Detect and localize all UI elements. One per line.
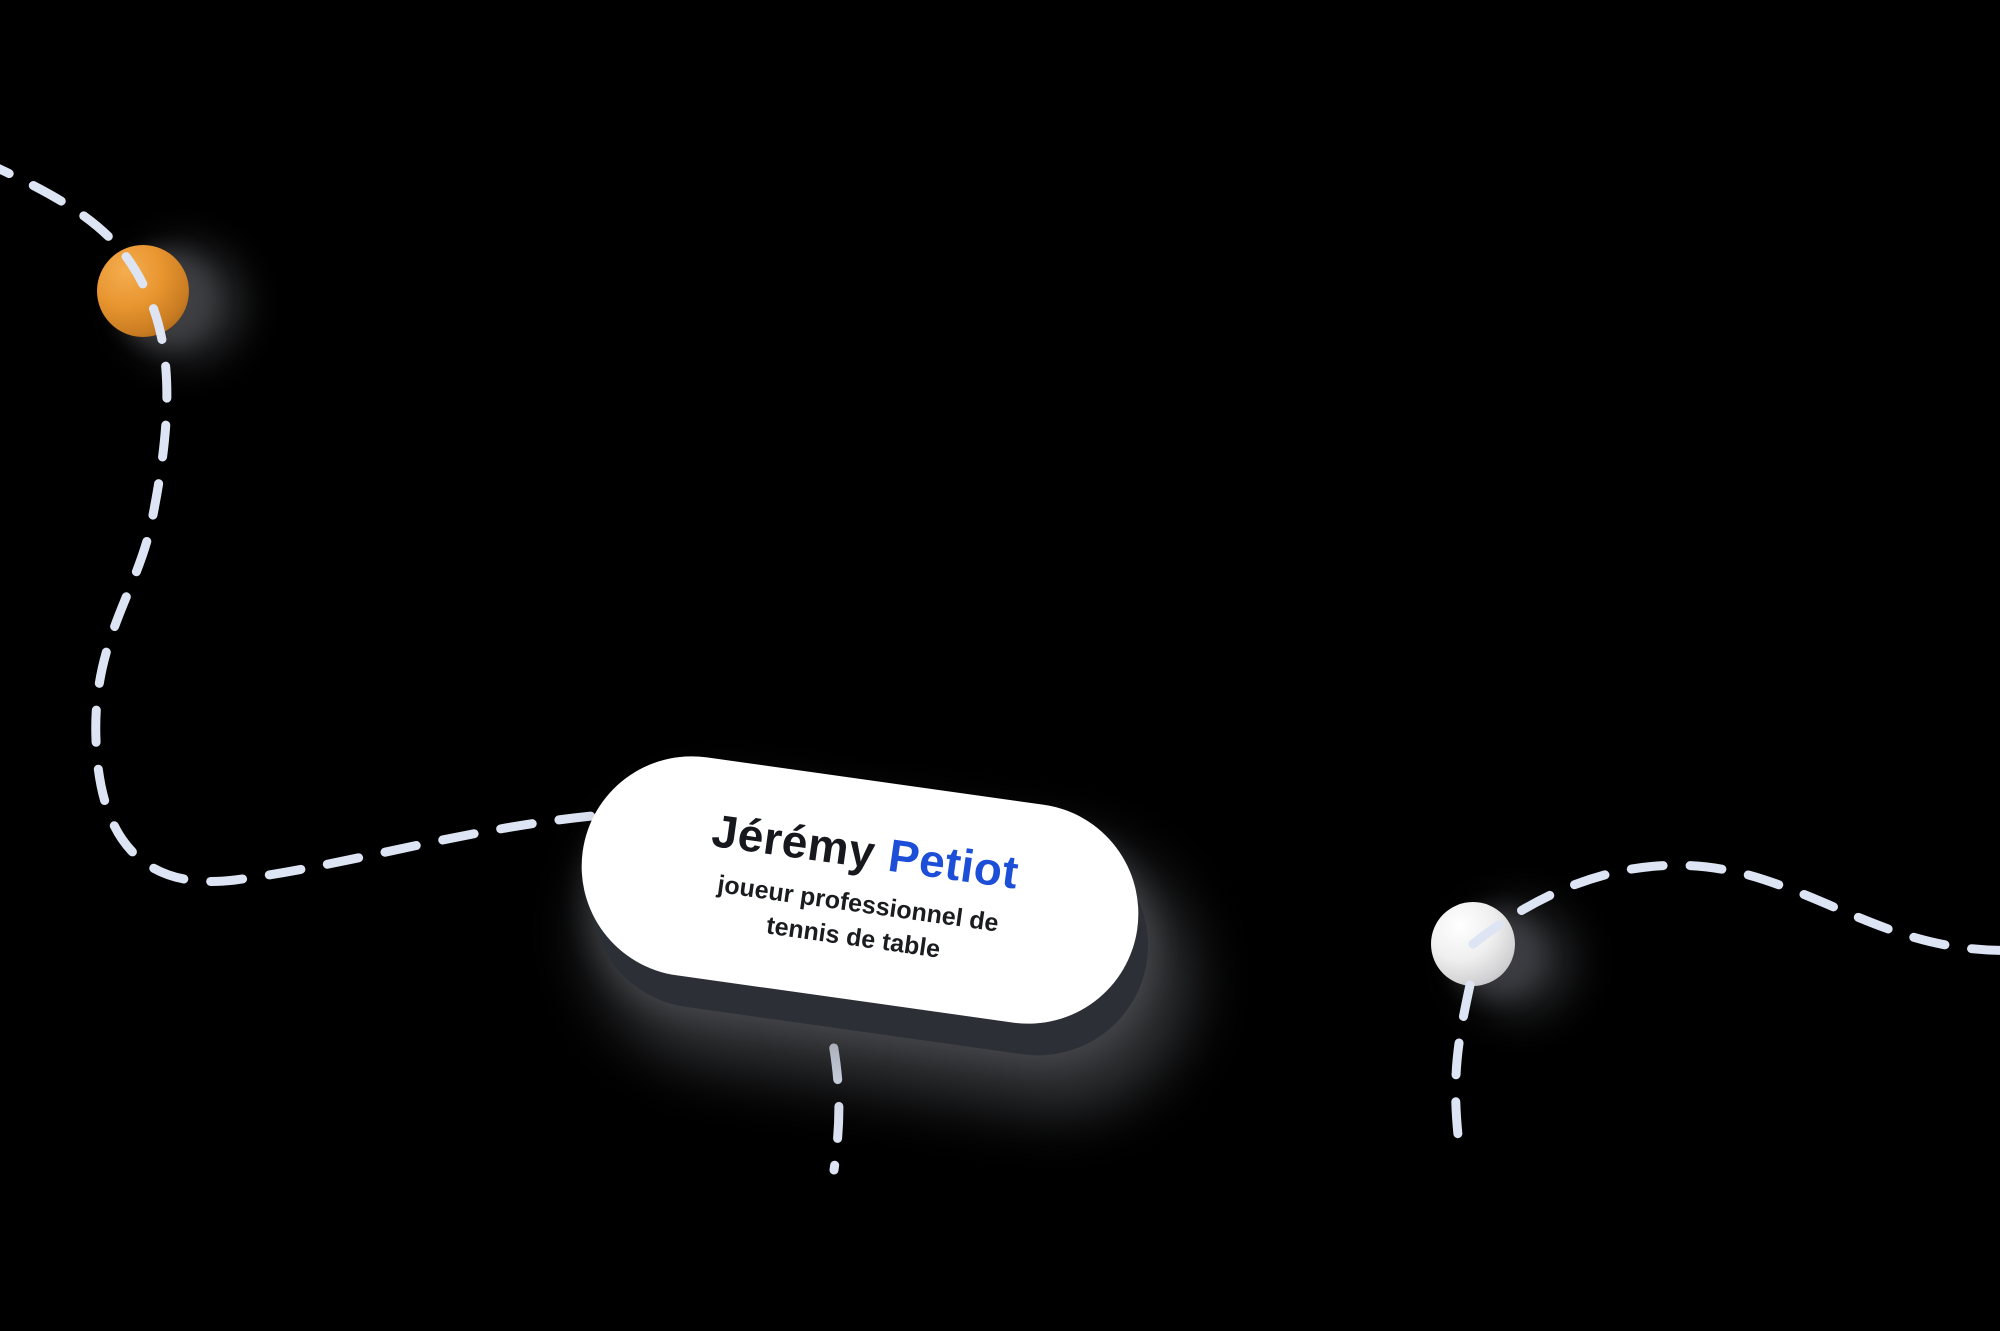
player-last-name: Petiot bbox=[885, 829, 1022, 899]
dashed-path-below-white-ball bbox=[1451, 980, 1475, 1140]
dashed-path-left bbox=[0, 164, 645, 886]
orange-ball bbox=[97, 245, 189, 337]
dashed-path-right bbox=[1468, 860, 2000, 955]
player-first-name: Jérémy bbox=[708, 804, 879, 879]
